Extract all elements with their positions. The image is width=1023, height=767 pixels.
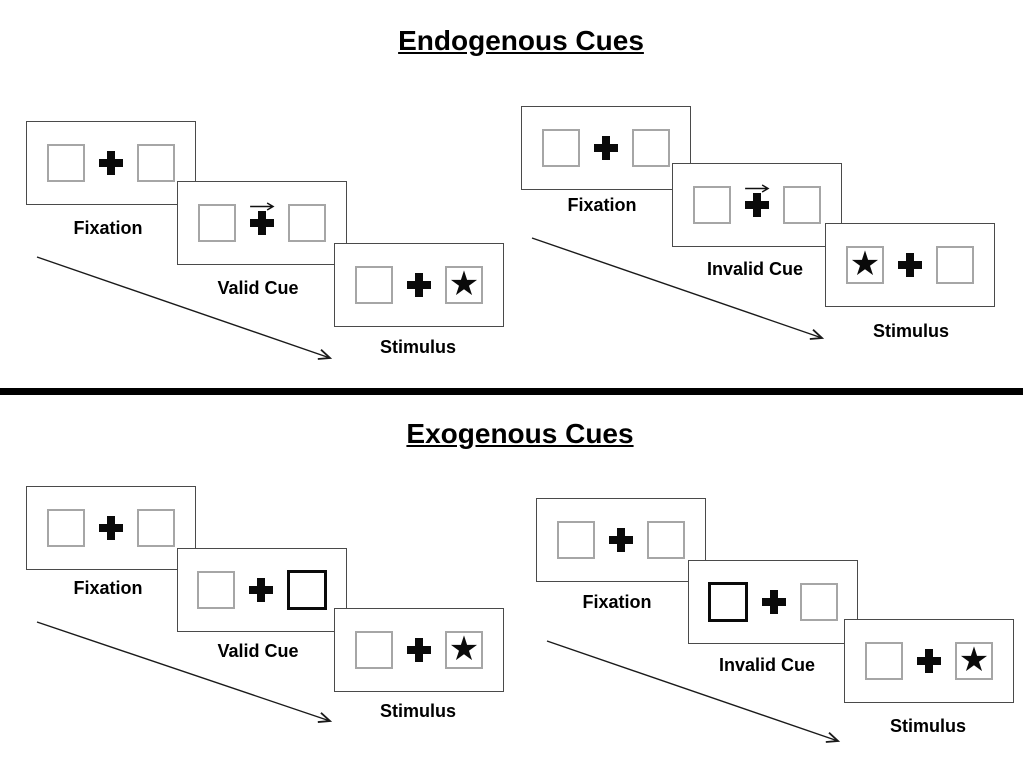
left-box [865, 642, 903, 680]
right-box [137, 144, 175, 182]
cue-arrow-icon [250, 202, 275, 211]
left-box [197, 571, 235, 609]
section-title-exogenous: Exogenous Cues [406, 418, 634, 449]
left-box [542, 129, 580, 167]
right-box [287, 570, 327, 610]
fixation-cross-wrap [99, 151, 123, 175]
panel-label: Stimulus [872, 321, 950, 341]
fixation-cross-wrap [407, 273, 431, 297]
fixation-cross-icon [609, 528, 633, 552]
invalid-cue-panel [672, 163, 842, 247]
right-box: ★ [445, 631, 483, 669]
panel-label: Invalid Cue [718, 655, 816, 675]
star-icon: ★ [958, 639, 990, 680]
time-arrow [36, 621, 333, 723]
fixation-cross-wrap [609, 528, 633, 552]
fixation-cross-wrap [898, 253, 922, 277]
fixation-panel [521, 106, 691, 190]
fixation-cross-wrap [407, 638, 431, 662]
panel-label: Valid Cue [217, 278, 299, 298]
right-box [800, 583, 838, 621]
time-arrow [36, 256, 333, 360]
fixation-cross-wrap [745, 184, 770, 217]
left-box [355, 631, 393, 669]
fixation-cross-icon [762, 590, 786, 614]
panel-label: Stimulus [379, 337, 457, 357]
fixation-panel [26, 121, 196, 205]
section-title-endogenous: Endogenous Cues [398, 25, 644, 56]
cue-arrow-icon [745, 184, 770, 193]
fixation-cross-icon [594, 136, 618, 160]
panel-label: Fixation [582, 592, 652, 612]
right-box [647, 521, 685, 559]
valid-cue-panel [177, 181, 347, 265]
right-box: ★ [445, 266, 483, 304]
fixation-cross-icon [249, 578, 273, 602]
panel-label: Valid Cue [217, 641, 299, 661]
fixation-cross-wrap [917, 649, 941, 673]
fixation-cross-wrap [762, 590, 786, 614]
fixation-cross-icon [250, 211, 274, 235]
fixation-cross-icon [407, 273, 431, 297]
stimulus-panel: ★ [844, 619, 1014, 703]
fixation-cross-icon [898, 253, 922, 277]
fixation-cross-icon [407, 638, 431, 662]
left-box [47, 144, 85, 182]
right-box: ★ [955, 642, 993, 680]
fixation-cross-wrap [594, 136, 618, 160]
panel-label: Stimulus [889, 716, 967, 736]
panel-label: Stimulus [379, 701, 457, 721]
fixation-panel [536, 498, 706, 582]
fixation-cross-icon [917, 649, 941, 673]
fixation-cross-wrap [99, 516, 123, 540]
fixation-cross-icon [745, 193, 769, 217]
panel-label: Invalid Cue [706, 259, 804, 279]
stimulus-panel: ★ [334, 243, 504, 327]
left-box [693, 186, 731, 224]
right-box [632, 129, 670, 167]
right-box [936, 246, 974, 284]
fixation-cross-wrap [250, 202, 275, 235]
fixation-cross-icon [99, 516, 123, 540]
panel-label: Fixation [73, 578, 143, 598]
right-box [783, 186, 821, 224]
right-box [288, 204, 326, 242]
star-icon: ★ [448, 628, 480, 669]
stimulus-panel: ★ [825, 223, 995, 307]
left-box [198, 204, 236, 242]
left-box [47, 509, 85, 547]
left-box [708, 582, 748, 622]
section-divider [0, 388, 1023, 395]
fixation-cross-icon [99, 151, 123, 175]
star-icon: ★ [849, 243, 881, 284]
left-box [557, 521, 595, 559]
fixation-panel [26, 486, 196, 570]
invalid-cue-panel [688, 560, 858, 644]
time-arrow [531, 237, 825, 340]
left-box: ★ [846, 246, 884, 284]
right-box [137, 509, 175, 547]
panel-label: Fixation [73, 218, 143, 238]
fixation-cross-wrap [249, 578, 273, 602]
panel-label: Fixation [567, 195, 637, 215]
star-icon: ★ [448, 263, 480, 304]
left-box [355, 266, 393, 304]
stimulus-panel: ★ [334, 608, 504, 692]
valid-cue-panel [177, 548, 347, 632]
